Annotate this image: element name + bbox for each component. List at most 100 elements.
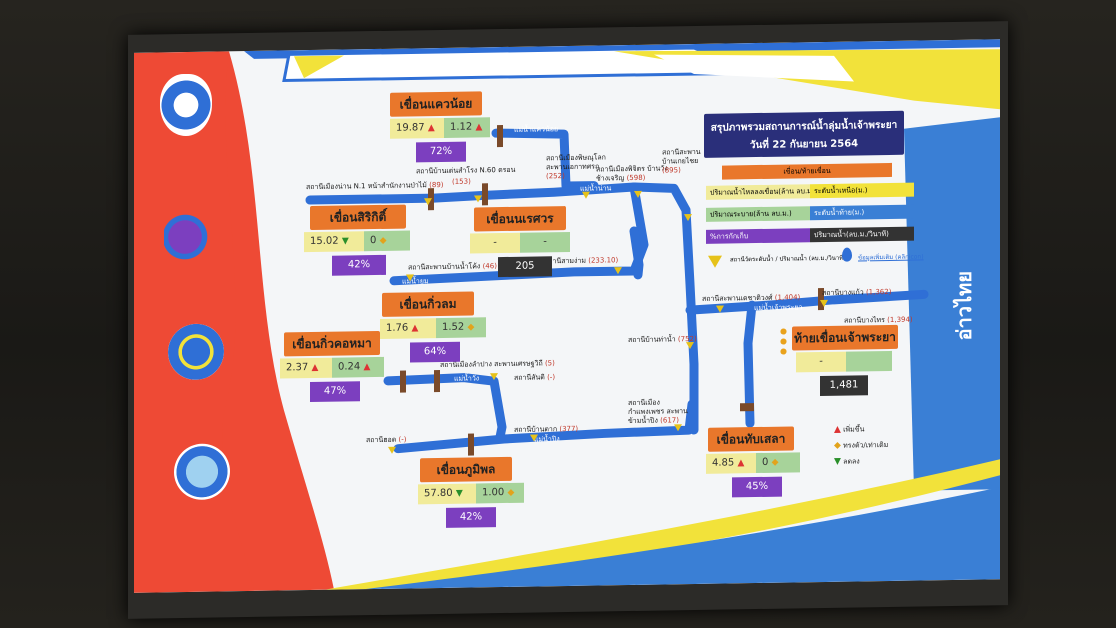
dam-kiw-kho-ma-title[interactable]: เขื่อนกิ่วคอหมา (284, 330, 380, 357)
station-marker (614, 267, 622, 275)
dam-kiw-kho-ma-percent: 47% (310, 381, 360, 403)
dam-naresuan-title[interactable]: เขื่อนนเรศวร (474, 206, 566, 232)
background-decor (134, 39, 1000, 593)
dam-kiw-lom-percent: 64% (410, 341, 460, 363)
dam-sirikit-inflow: 15.02 ▼ (304, 231, 364, 253)
gulf-label: อ่าวไทย (952, 270, 976, 341)
legend-station-marker (708, 255, 722, 268)
river-chao-phraya-line (681, 205, 699, 435)
chao-phraya-bullets: ●●● (780, 326, 787, 356)
station-yom[interactable]: สถานีสะพานบ้านน้ำโค้ง (46) (408, 262, 497, 272)
dam-tab-salao-inflow: 4.85 ▲ (706, 453, 756, 474)
station-wang-dan[interactable]: สถานีสันติ (-) (514, 373, 556, 382)
dam-sirikit-percent: 42% (332, 254, 386, 276)
legend-capacity: %การกักเก็บ (706, 228, 810, 244)
station-marker (490, 373, 498, 381)
station-marker (388, 446, 396, 454)
dam-chao-phraya-inflow: - (796, 351, 846, 373)
station-marker (582, 191, 590, 199)
dam-sirikit-outflow: 0 ◆ (364, 230, 410, 252)
dam-kwae-noi-percent: 72% (416, 141, 466, 163)
station-marker (716, 305, 724, 313)
summary-date: วันที่ 22 กันยายน 2564 (749, 138, 859, 152)
station-marker (820, 299, 828, 308)
steady-diamond-icon: ◆ (834, 440, 841, 451)
dam-kiw-lom-inflow: 1.76 ▲ (380, 318, 436, 339)
river-nan-main-line (389, 182, 649, 286)
dam-kiw-kho-ma-outflow: 0.24 ▲ (332, 356, 384, 378)
legend-dam-name: เขื่อน/ท้ายเขื่อน (722, 162, 892, 180)
river-kwae-noi-line (491, 128, 599, 191)
summary-title: สรุปภาพรวมสถานการณ์น้ำลุ่มน้ำเจ้าพระยา (710, 119, 898, 134)
dam-bhumibol-inflow: 57.80 ▼ (418, 483, 476, 505)
slide: แม่น้ำแควน้อย แม่น้ำน่าน แม่น้ำยม แม่น้ำ… (134, 39, 1000, 593)
station-marker (634, 190, 642, 198)
station-chao-phraya-2[interactable]: สถานีบางแก้ว (1,362) (822, 287, 892, 298)
dam-tab-salao-percent: 45% (732, 476, 782, 498)
station-nakhon-sawan[interactable]: สถานีสะพาน บ้านเกยไชย (895) (662, 147, 701, 175)
water-drop-icon[interactable] (842, 247, 852, 262)
dam-kwae-noi-title[interactable]: เขื่อนแควน้อย (390, 91, 482, 117)
station-marker (530, 434, 538, 442)
dam-bhumibol-percent: 42% (446, 507, 496, 528)
dam-bhumibol-outflow: 1.00 ◆ (476, 482, 524, 504)
station-phichit[interactable]: สถานีเมืองพิจิตร บ้านวังช้างเจริญ (598) (596, 164, 668, 183)
station-nan-n1[interactable]: สถานีเมืองน่าน N.1 หน้าสำนักงานป่าไม้ (8… (306, 180, 444, 192)
legend-steady: ◆ ทรงตัว/เท่าเดิม (834, 440, 889, 451)
rise-arrow-icon: ▲ (834, 424, 841, 435)
station-tha-pla-value: (153) (452, 177, 471, 186)
legend-rise: ▲ เพิ่มขึ้น (834, 424, 865, 435)
legend-station-note: สถานีวัดระดับน้ำ / ปริมาณน้ำ (ลบ.ม./วินา… (730, 254, 846, 264)
legend-more-info[interactable]: ข้อมูลเพิ่มเติม (คลิกicon) (858, 253, 924, 262)
dam-naresuan-outflow: - (520, 231, 570, 253)
station-chao-phraya-1[interactable]: สถานีสะพานเดชาติวงศ์ (1,404) (702, 293, 801, 303)
dam-kiw-lom-outflow: 1.52 ◆ (436, 317, 486, 339)
river-nan-line (305, 182, 691, 215)
weir-marker (400, 370, 406, 393)
legend-inflow: ปริมาณน้ำไหลลงเขื่อน(ล้าน ลบ.ม.) (706, 184, 817, 200)
river-network (305, 128, 929, 454)
fall-arrow-icon: ▼ (834, 456, 841, 467)
station-marker (674, 424, 682, 432)
station-marker (684, 214, 692, 222)
summary-header: สรุปภาพรวมสถานการณ์น้ำลุ่มน้ำเจ้าพระยา ว… (704, 110, 904, 158)
legend-trend: ▲ เพิ่มขึ้น ◆ ทรงตัว/เท่าเดิม ▼ ลดลง (834, 421, 888, 470)
dam-sirikit-title[interactable]: เขื่อนสิริกิติ์ (310, 204, 406, 231)
station-marker (424, 198, 432, 206)
legend-outflow: ปริมาณระบาย(ล้าน ลบ.ม.) (706, 206, 810, 222)
dam-naresuan-discharge: 205 (498, 256, 552, 278)
station-marker (474, 195, 482, 203)
weir-marker (740, 403, 754, 412)
river-label-kwae-noi: แม่น้ำแควน้อย (514, 125, 559, 134)
station-ban-tak[interactable]: สถานีบ้านตาก (377) (514, 424, 579, 434)
dam-chao-phraya-discharge: 1,481 (820, 375, 868, 397)
dam-naresuan-inflow: - (470, 232, 520, 254)
dam-kiw-kho-ma-inflow: 2.37 ▲ (280, 357, 332, 379)
legend-discharge: ปริมาณน้ำ(ลบ.ม./วินาที) (810, 226, 914, 243)
station-sam-ngam[interactable]: สถานีสามง่าม (233.10) (544, 256, 619, 266)
weir-marker (482, 183, 488, 206)
weir-marker (434, 370, 440, 393)
projector-screen: แม่น้ำแควน้อย แม่น้ำน่าน แม่น้ำยม แม่น้ำ… (128, 21, 1008, 619)
station-marker (686, 342, 694, 350)
dam-bhumibol-title[interactable]: เขื่อนภูมิพล (420, 456, 512, 483)
dam-kwae-noi-inflow: 19.87 ▲ (390, 117, 444, 139)
weir-marker (497, 125, 503, 148)
station-marker (406, 274, 414, 282)
station-kamphaeng[interactable]: สถานีเมืองกำแพงเพชร สะพานข้ามน้ำปิง (617… (628, 398, 688, 426)
river-label-wang: แม่น้ำวัง (454, 374, 480, 383)
weir-marker (468, 433, 474, 456)
station-hot[interactable]: สถานีฮอด (-) (366, 435, 407, 445)
legend-fall: ▼ ลดลง (834, 456, 860, 467)
river-chao-phraya-lower-line (685, 289, 929, 315)
station-tha-pla[interactable]: สถานีบ้านเด่นสำโรง N.60 ตรอน (416, 165, 516, 176)
dam-kwae-noi-outflow: 1.12 ▲ (444, 117, 490, 138)
dam-tab-salao-outflow: 0 ◆ (756, 452, 800, 474)
legend-level-lower: ระดับน้ำท้าย(ม.) (810, 204, 914, 221)
legend-level-upper: ระดับน้ำเหนือ(ม.) (810, 182, 914, 199)
dam-tab-salao-title[interactable]: เขื่อนทับเสลา (708, 426, 794, 452)
river-pasak-line (743, 300, 757, 428)
river-yom-line (629, 226, 644, 280)
dam-chao-phraya-title[interactable]: ท้ายเขื่อนเจ้าพระยา (792, 324, 898, 351)
dam-kiw-lom-title[interactable]: เขื่อนกิ่วลม (382, 291, 474, 317)
